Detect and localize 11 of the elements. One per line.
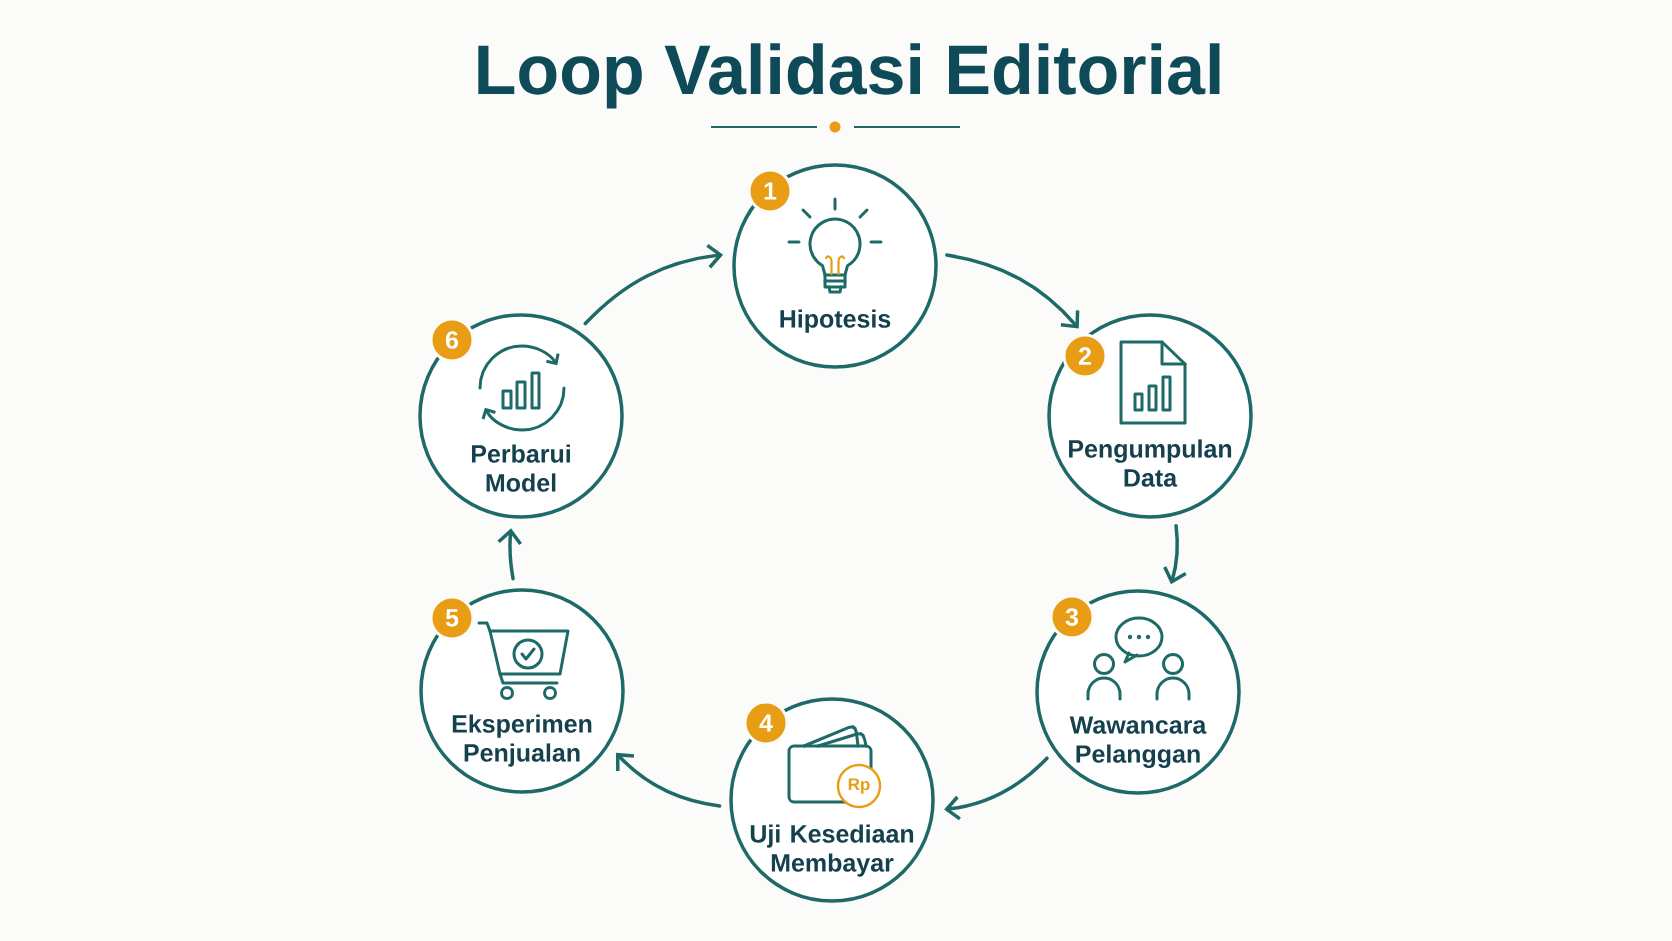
arrow (497, 528, 522, 581)
number-badge: 4 (743, 700, 789, 746)
arrow (583, 243, 724, 326)
arrow (945, 253, 1080, 329)
arrow (1163, 523, 1187, 585)
arrow (944, 756, 1049, 821)
title: Loop Validasi Editorial (478, 43, 1220, 109)
number-badge: 5 (429, 595, 475, 641)
number-badge: 6 (429, 317, 475, 363)
coin: Rp (836, 763, 882, 809)
arrow (615, 752, 722, 808)
